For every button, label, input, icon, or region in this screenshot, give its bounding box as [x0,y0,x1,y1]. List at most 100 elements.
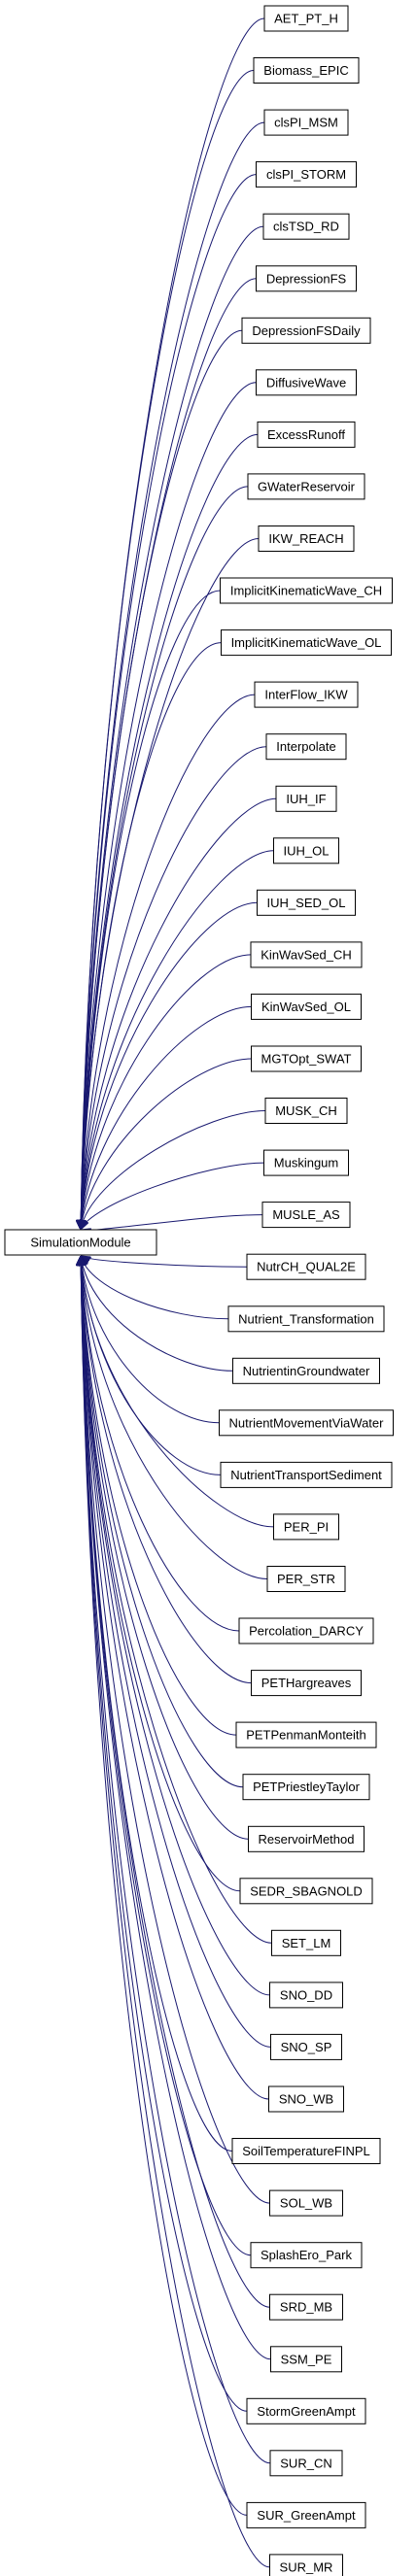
inheritance-edge [81,1256,270,2308]
derived-class-label: clsTSD_RD [273,220,339,234]
derived-class-node[interactable]: clsTSD_RD [262,213,350,240]
derived-class-label: ReservoirMethod [259,1832,355,1847]
derived-class-node[interactable]: ReservoirMethod [248,1825,365,1852]
derived-class-label: MUSLE_AS [272,1207,340,1222]
derived-class-node[interactable]: SNO_DD [269,1982,343,2009]
derived-class-node[interactable]: clsPI_STORM [256,161,357,188]
inheritance-edge [81,746,267,1230]
derived-class-label: StormGreenAmpt [257,2404,356,2419]
derived-class-node[interactable]: SNO_SP [270,2033,342,2060]
derived-class-node[interactable]: MUSK_CH [264,1098,348,1124]
derived-class-node[interactable]: AET_PT_H [263,5,349,32]
inheritance-edge [81,1256,268,1579]
derived-class-node[interactable]: SEDR_SBAGNOLD [239,1878,373,1905]
derived-class-node[interactable]: SoilTemperatureFINPL [231,2138,381,2164]
derived-class-label: Biomass_EPIC [263,63,348,78]
derived-class-node[interactable]: KinWavSed_OL [251,993,362,1020]
derived-class-label: PETHargreaves [261,1676,352,1690]
derived-class-node[interactable]: IUH_SED_OL [257,889,356,916]
inheritance-edge [81,329,243,1230]
derived-class-label: ImplicitKinematicWave_OL [231,635,382,650]
derived-class-node[interactable]: Nutrient_Transformation [227,1305,385,1333]
derived-class-label: SNO_WB [279,2092,333,2107]
inheritance-edges [81,17,277,2568]
derived-class-node[interactable]: NutrientMovementViaWater [219,1409,394,1437]
derived-class-node[interactable]: StormGreenAmpt [246,2397,366,2424]
derived-class-label: DiffusiveWave [266,375,346,390]
derived-class-node[interactable]: SRD_MB [269,2293,343,2321]
inheritance-edge [81,1256,252,1684]
derived-class-label: PETPenmanMonteith [246,1728,366,1743]
derived-class-node[interactable]: Percolation_DARCY [238,1617,374,1644]
inheritance-edge [81,1256,237,1736]
derived-class-node[interactable]: SUR_MR [269,2554,343,2576]
base-class-label: SimulationModule [30,1236,130,1250]
derived-class-node[interactable]: PER_PI [273,1513,339,1541]
derived-class-node[interactable]: Muskingum [263,1149,349,1176]
derived-class-node[interactable]: SNO_WB [268,2085,344,2113]
derived-class-label: Nutrient_Transformation [238,1311,374,1326]
inheritance-edge [81,850,274,1230]
inheritance-edge [81,1256,249,1840]
derived-class-node[interactable]: ExcessRunoff [257,421,356,448]
derived-class-node[interactable]: SOL_WB [269,2189,343,2217]
derived-class-label: clsPI_STORM [266,167,346,182]
derived-class-node[interactable]: NutrCH_QUAL2E [246,1253,366,1280]
derived-class-node[interactable]: DepressionFSDaily [241,317,371,344]
derived-class-label: PER_PI [284,1519,329,1534]
inheritance-edge [81,174,257,1230]
derived-class-label: NutrientinGroundwater [243,1364,370,1378]
derived-class-node[interactable]: PETHargreaves [251,1670,362,1697]
inheritance-edge [81,590,221,1230]
derived-class-node[interactable]: NutrientTransportSediment [220,1461,393,1488]
derived-class-node[interactable]: PER_STR [266,1566,346,1592]
inheritance-edge [81,642,222,1230]
base-class-node[interactable]: SimulationModule [4,1229,157,1256]
derived-class-label: InterFlow_IKW [264,688,348,702]
derived-class-label: SUR_GreenAmpt [257,2508,356,2523]
inheritance-edge [81,901,258,1230]
derived-class-node[interactable]: NutrientinGroundwater [232,1357,380,1384]
inheritance-edge [81,1256,240,1632]
derived-class-node[interactable]: KinWavSed_CH [250,941,363,968]
derived-class-node[interactable]: SET_LM [271,1929,341,1956]
inheritance-edge [81,1256,233,1372]
derived-class-node[interactable]: Interpolate [265,733,347,761]
derived-class-node[interactable]: IUH_OL [273,837,339,864]
derived-class-label: MUSK_CH [275,1103,337,1118]
derived-class-node[interactable]: PETPriestleyTaylor [242,1774,370,1801]
inheritance-edge [81,1256,248,1268]
inheritance-edge [81,1256,252,2256]
derived-class-node[interactable]: SSM_PE [270,2346,342,2373]
derived-class-label: SEDR_SBAGNOLD [250,1883,363,1898]
derived-class-node[interactable]: Biomass_EPIC [253,57,360,84]
derived-class-node[interactable]: SplashEro_Park [250,2242,363,2269]
derived-class-node[interactable]: ImplicitKinematicWave_OL [221,629,392,657]
derived-class-node[interactable]: ImplicitKinematicWave_CH [220,577,393,604]
derived-class-label: DepressionFSDaily [252,323,361,338]
derived-class-node[interactable]: PETPenmanMonteith [235,1721,377,1748]
derived-class-label: NutrientTransportSediment [230,1468,382,1482]
derived-class-node[interactable]: MUSLE_AS [261,1202,351,1229]
derived-class-node[interactable]: DepressionFS [256,265,357,292]
derived-class-node[interactable]: SUR_CN [269,2450,343,2477]
derived-class-label: KinWavSed_OL [261,1000,351,1014]
inheritance-edge [81,1256,222,1475]
inheritance-edge [81,1256,220,1424]
derived-class-node[interactable]: GWaterReservoir [247,473,365,500]
inheritance-edge [81,1256,248,2516]
derived-class-label: PETPriestleyTaylor [253,1779,360,1794]
derived-class-node[interactable]: SUR_GreenAmpt [246,2501,366,2528]
derived-class-label: IUH_SED_OL [267,896,346,910]
derived-class-node[interactable]: IKW_REACH [258,525,355,552]
derived-class-node[interactable]: DiffusiveWave [256,369,357,396]
derived-class-node[interactable]: clsPI_MSM [263,109,349,136]
inheritance-edge [81,1110,266,1231]
derived-class-node[interactable]: MGTOpt_SWAT [251,1045,362,1072]
inheritance-edge [81,1256,270,2204]
derived-class-label: Percolation_DARCY [249,1624,364,1639]
derived-class-node[interactable]: IUH_IF [275,785,337,812]
derived-class-node[interactable]: InterFlow_IKW [254,681,359,708]
derived-class-label: IUH_OL [284,843,330,858]
